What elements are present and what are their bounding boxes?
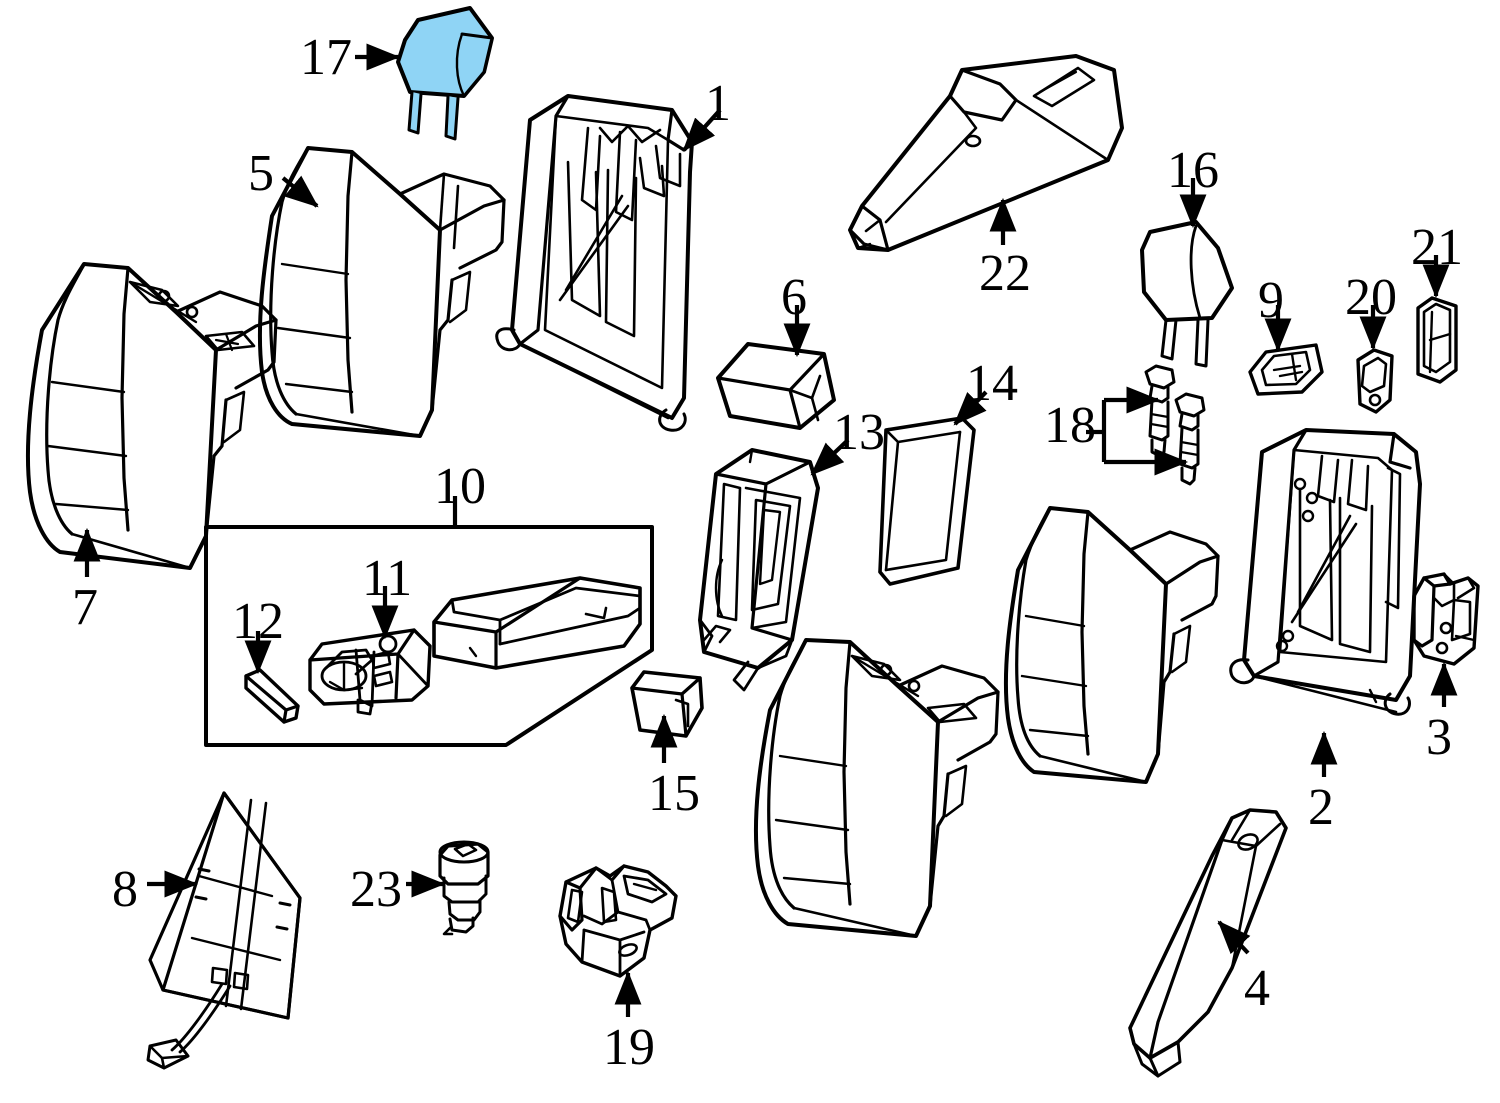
callout-number-7: 7	[72, 579, 98, 636]
callout-number-6: 6	[781, 269, 807, 326]
callout-number-16: 16	[1167, 142, 1219, 199]
callout-number-1: 1	[705, 75, 731, 132]
part-6-trim-wedge	[716, 342, 836, 430]
seat-cushion-center	[753, 638, 1000, 938]
bolt-upper	[1144, 364, 1176, 458]
callout-number-10: 10	[434, 458, 486, 515]
part-16-head-restraint	[1140, 220, 1234, 368]
part-15-small-cover	[630, 670, 704, 738]
callout-number-15: 15	[648, 765, 700, 822]
part-4-side-trim	[1128, 808, 1288, 1078]
callout-arrows	[73, 43, 1458, 1017]
part-9-head-restraint-guide	[1248, 343, 1324, 396]
callout-number-3: 3	[1426, 709, 1452, 766]
part-3-latch	[1412, 572, 1480, 666]
callout-number-21: 21	[1411, 219, 1463, 276]
part-23-knob	[438, 840, 490, 936]
callout-number-2: 2	[1308, 779, 1334, 836]
callout-number-22: 22	[979, 245, 1031, 302]
callout-number-19: 19	[603, 1019, 655, 1076]
part-22-armrest	[848, 54, 1124, 252]
part-11-latch-mechanism	[308, 628, 432, 716]
callout-number-13: 13	[833, 404, 885, 461]
callout-number-9: 9	[1258, 272, 1284, 329]
callout-number-18: 18	[1044, 397, 1096, 454]
part-17-head-restraint	[396, 6, 494, 141]
callout-number-4: 4	[1244, 960, 1270, 1017]
part-18-bolts	[1144, 364, 1206, 486]
part-19-latch-bracket	[558, 864, 678, 978]
part-13-latch-cover	[698, 448, 820, 692]
part-1-seat-back-frame	[495, 94, 694, 432]
callout-number-14: 14	[966, 355, 1018, 412]
callout-number-20: 20	[1345, 269, 1397, 326]
callout-number-8: 8	[112, 861, 138, 918]
callout-number-23: 23	[350, 861, 402, 918]
callout-number-11: 11	[362, 550, 413, 607]
bolt-lower	[1174, 392, 1206, 486]
callout-number-12: 12	[232, 593, 284, 650]
seat-cushion-right	[1003, 506, 1220, 784]
part-10-seat-pad	[432, 576, 642, 670]
part-10-inset-box	[204, 525, 654, 747]
part-12-clip	[244, 668, 300, 724]
part-21-guide-sleeve	[1416, 296, 1458, 384]
callout-number-5: 5	[248, 145, 274, 202]
callout-number-17: 17	[300, 29, 352, 86]
part-2-seat-back-frame	[1229, 428, 1422, 716]
part-20-guide-bracket	[1356, 348, 1394, 414]
part-7-seat-back-cushion	[25, 262, 278, 570]
part-8-heater-pad	[146, 791, 302, 1070]
part-14-panel	[878, 416, 976, 586]
